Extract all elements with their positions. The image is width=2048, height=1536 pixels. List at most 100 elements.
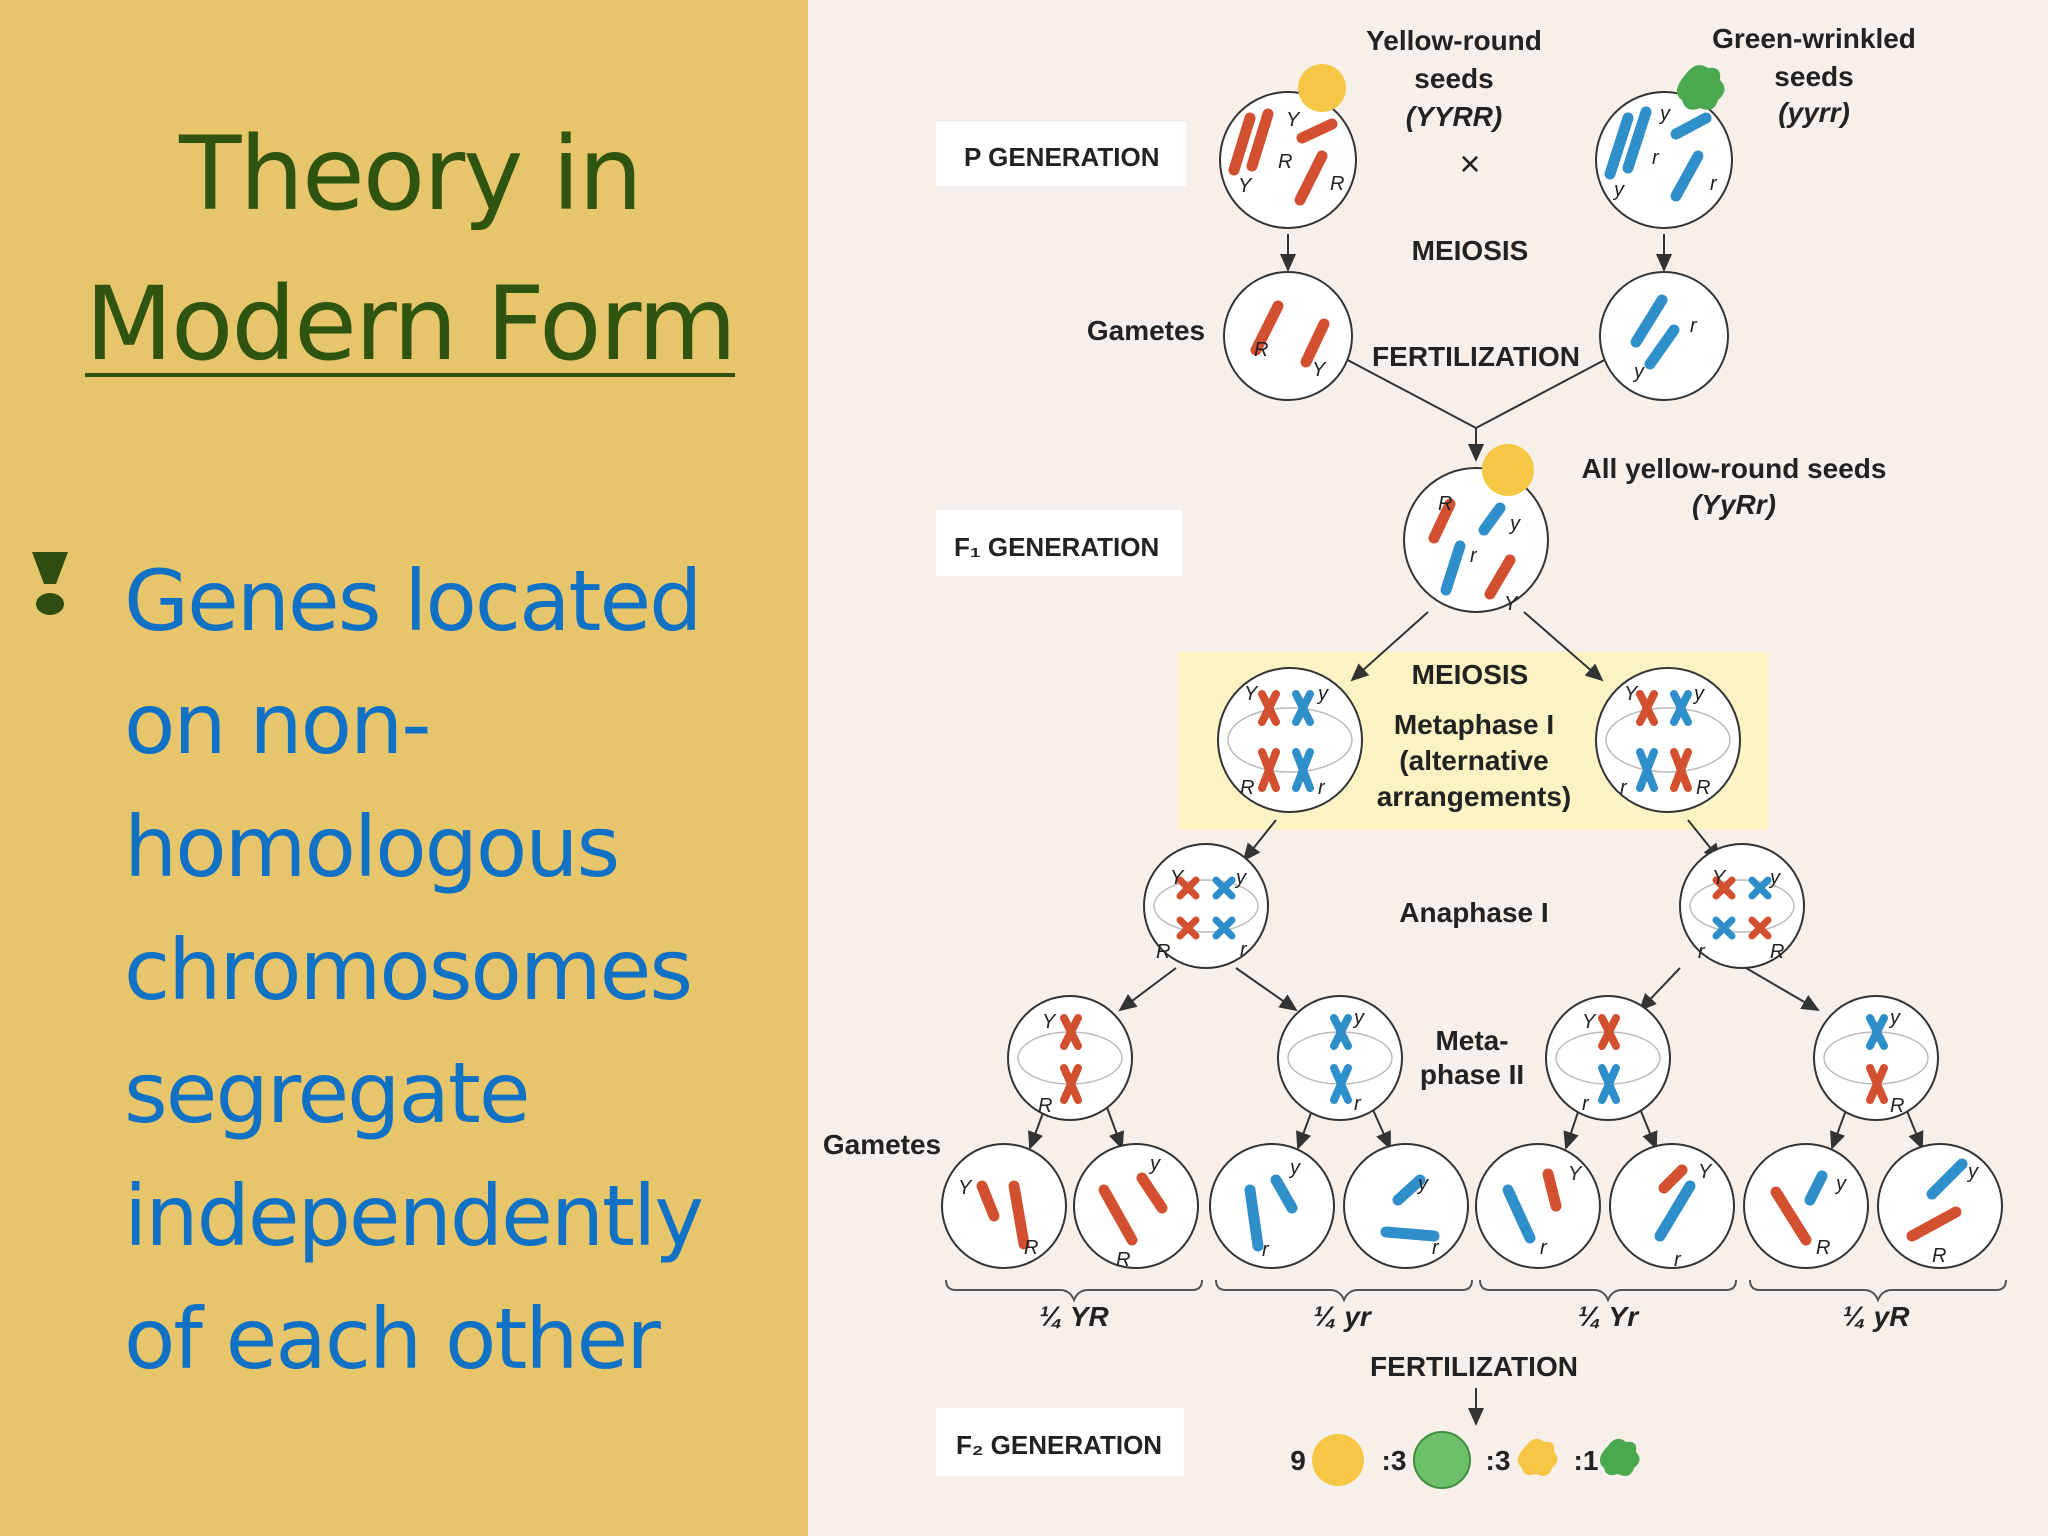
bullet-line: chromosomes [124,921,693,1019]
allele-label: Y [1170,867,1185,889]
allele-label: r [1432,1237,1440,1259]
allele-label: R [1278,151,1292,173]
allele-label: r [1652,147,1660,169]
yellow-round-seed-icon [1312,1434,1364,1486]
f1-cell [1403,467,1549,613]
allele-label: Y [1286,109,1301,131]
cross-symbol: × [1459,143,1480,184]
f1-generation-box [936,510,1182,576]
green-round-seed-icon [1413,1431,1471,1489]
allele-label: R [1024,1237,1038,1259]
metaphase2-cell [1813,995,1939,1121]
parent1-label-line: seeds [1414,63,1493,94]
metaphase1-cell [1217,667,1363,813]
green-wrinkled-seed-icon [1676,65,1725,110]
allele-label: r [1710,173,1718,195]
allele-label: R [1156,941,1170,963]
bullet-line: Genes located [124,552,702,650]
allele-label: Y [1042,1011,1057,1033]
allele-label: y [1148,1153,1161,1175]
allele-label: r [1690,315,1698,337]
metaphase1-label-line: (alternative [1399,745,1548,776]
allele-label: r [1470,545,1478,567]
dihybrid-cross-diagram: Y R Y R y r y r R Y r y R y r Y Y y R r … [823,23,2007,1489]
bullet-line: homologous [124,798,620,896]
allele-label: Y [1624,683,1639,705]
allele-label: y [1834,1173,1847,1195]
fraction-label: ¼ yr [1313,1301,1373,1332]
allele-label: Y [1712,867,1727,889]
allele-label: R [1932,1245,1946,1267]
allele-label: r [1674,1249,1682,1271]
parent2-label-line: (yyrr) [1778,97,1850,128]
allele-label: Y [1312,359,1327,381]
allele-label: Y [1504,593,1519,615]
metaphase1-label-line: arrangements) [1377,781,1572,812]
gamete-cell [1475,1143,1601,1269]
allele-label: y [1612,179,1625,201]
allele-label: Y [1568,1163,1583,1185]
allele-label: Y [958,1177,973,1199]
fertilization-label: FERTILIZATION [1372,341,1580,372]
parent2-label-line: Green-wrinkled [1712,23,1916,54]
allele-label: R [1254,339,1268,361]
exclamation-bullet-icon [32,552,68,615]
gamete-cell [941,1143,1067,1269]
anaphase1-label: Anaphase I [1399,897,1548,928]
allele-label: r [1262,1239,1270,1261]
allele-label: y [1966,1161,1979,1183]
gametes-label: Gametes [1087,315,1205,346]
metaphase2-cell [1007,995,1133,1121]
fertilization-label: FERTILIZATION [1370,1351,1578,1382]
gamete-cell [1073,1143,1199,1269]
allele-label: y [1658,103,1671,125]
yellow-round-seed-icon [1482,444,1534,496]
allele-label: Y [1238,175,1253,197]
meiosis-label: MEIOSIS [1412,235,1529,266]
metaphase1-label-line: Metaphase I [1394,709,1554,740]
allele-label: y [1508,513,1521,535]
green-wrinkled-seed-icon [1599,1438,1640,1476]
allele-label: r [1698,941,1706,963]
gamete-cell [1343,1143,1469,1269]
left-panel: Theory in Modern Form Genes located on n… [0,0,808,1536]
ratio-value: :3 [1382,1445,1407,1476]
allele-label: y [1768,867,1781,889]
f2-generation-label: F₂ GENERATION [956,1430,1162,1460]
allele-label: r [1318,777,1326,799]
allele-label: y [1288,1157,1301,1179]
title-line-2: Modern Form [84,265,737,384]
allele-label: r [1240,939,1248,961]
allele-label: Y [1582,1011,1597,1033]
metaphase2-label-line: Meta- [1435,1025,1508,1056]
yellow-round-seed-icon [1298,64,1346,112]
allele-label: R [1240,777,1254,799]
metaphase2-cell [1545,995,1671,1121]
diagram-text: Yellow-round seeds (YYRR) Green-wrinkled… [823,23,1916,1476]
allele-label: Y [1698,1161,1713,1183]
metaphase2-label-line: phase II [1420,1059,1524,1090]
allele-label: R [1890,1095,1904,1117]
bullet-line: on non- [124,675,432,773]
bullet-line: independently [124,1167,704,1265]
anaphase1-cell [1679,843,1805,969]
allele-label: R [1116,1249,1130,1271]
meiosis-label: MEIOSIS [1412,659,1529,690]
p-generation-box [936,122,1186,186]
metaphase2-cell [1277,995,1403,1121]
allele-label: R [1696,777,1710,799]
gamete-cell [1209,1143,1335,1269]
allele-label: R [1038,1095,1052,1117]
bullet-text: Genes located on non- homologous chromos… [124,540,804,1401]
parent1-label-line: (YYRR) [1406,101,1502,132]
slide-title: Theory in Modern Form [30,100,790,400]
bullet-line: segregate [124,1044,531,1142]
allele-label: r [1354,1093,1362,1115]
gamete-cell [1743,1143,1869,1269]
anaphase1-cell [1143,843,1269,969]
chromosomes [976,106,1968,1252]
allele-label: R [1438,493,1452,515]
ratio-value: :3 [1486,1445,1511,1476]
title-line-1: Theory in [179,115,643,234]
fraction-label: ¼ YR [1039,1301,1109,1332]
